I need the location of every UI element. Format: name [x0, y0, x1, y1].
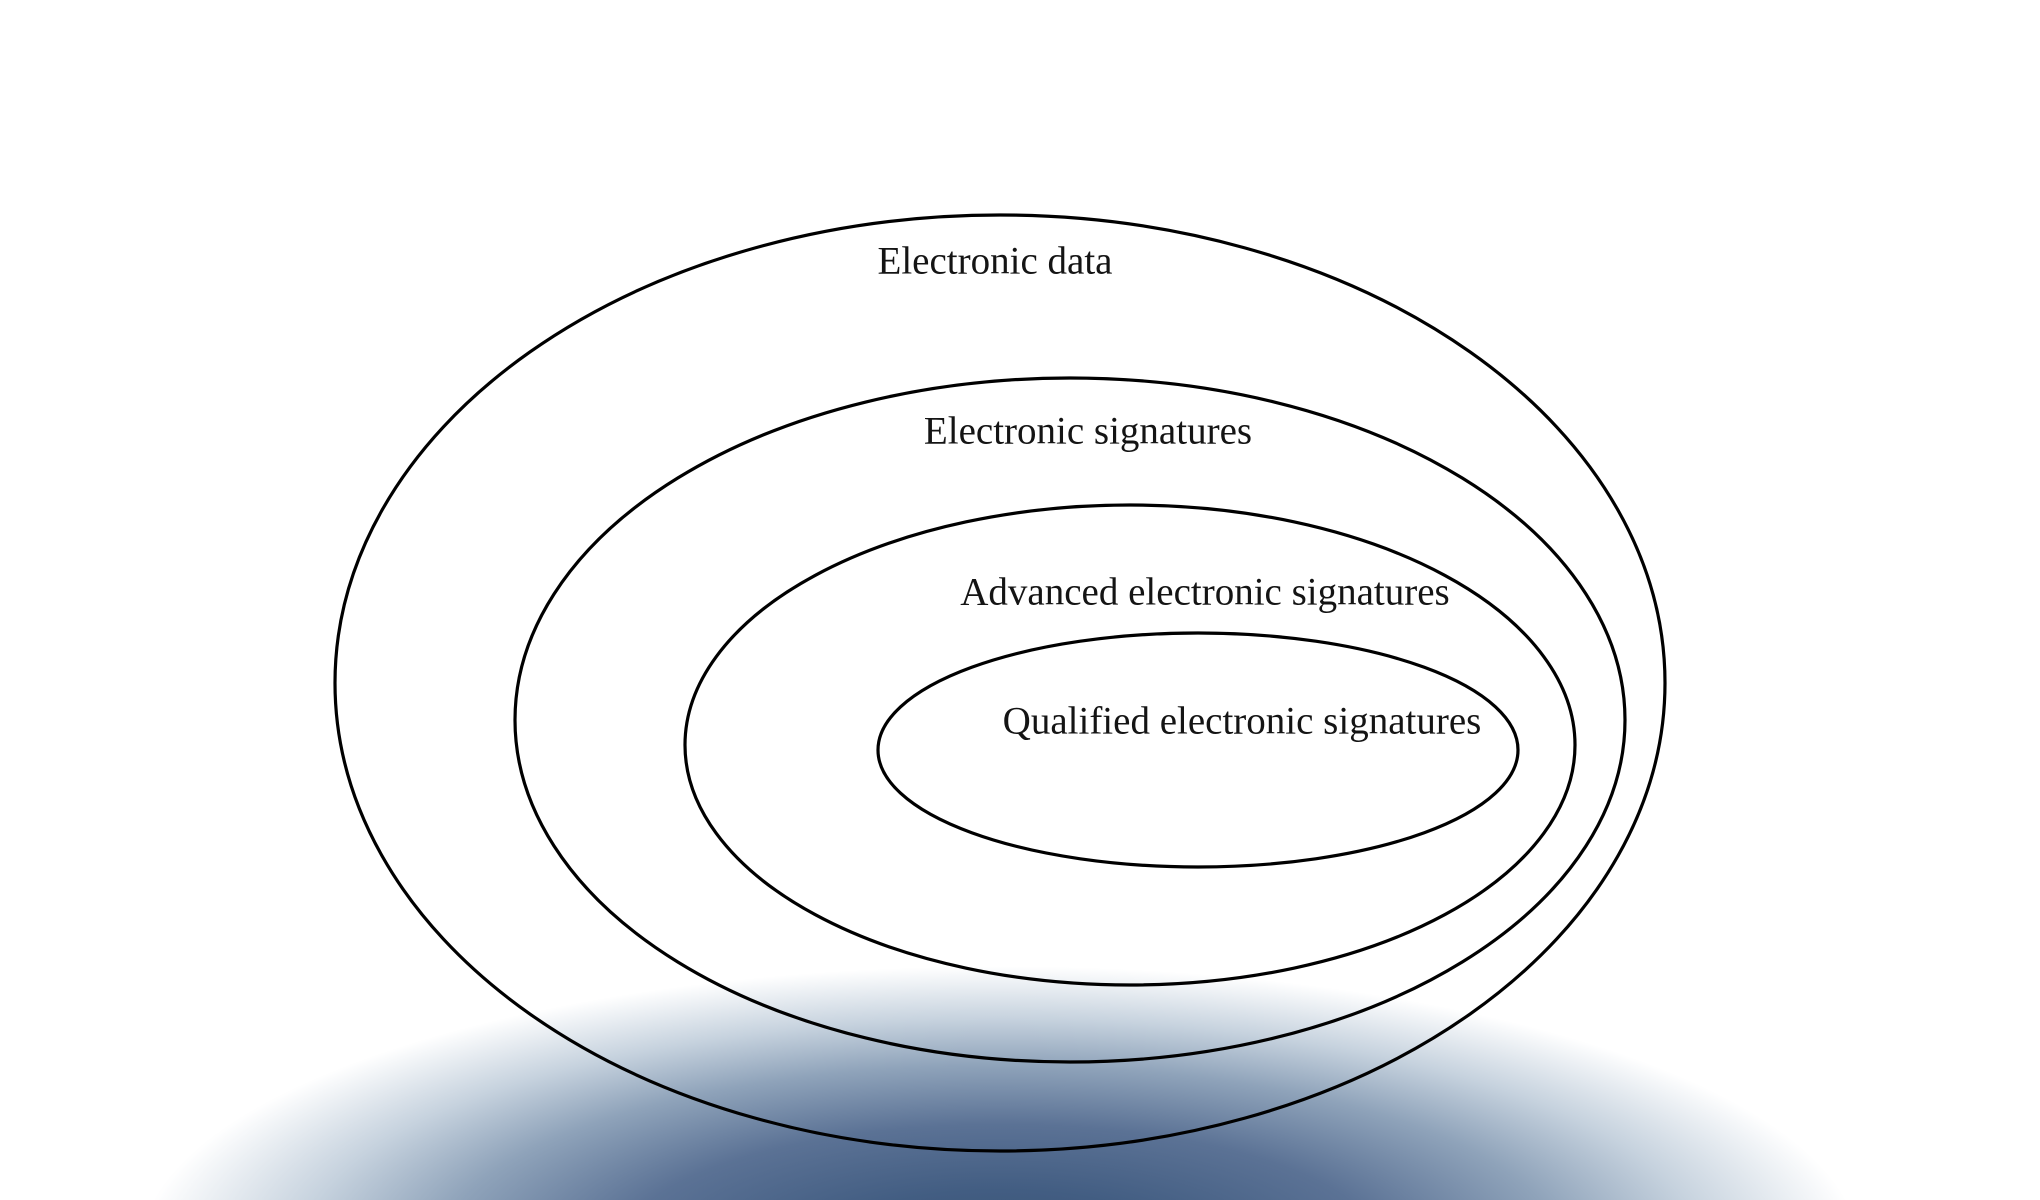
venn-label-electronic-data: Electronic data	[878, 240, 1113, 283]
venn-label-advanced-electronic-signatures: Advanced electronic signatures	[960, 571, 1449, 614]
venn-ellipse-advanced-electronic-signatures	[683, 503, 1577, 987]
venn-label-electronic-signatures: Electronic signatures	[924, 410, 1252, 453]
venn-ellipse-electronic-data	[333, 213, 1667, 1153]
venn-ellipse-electronic-signatures	[513, 376, 1627, 1064]
venn-ellipse-qualified-electronic-signatures	[876, 631, 1520, 869]
venn-label-qualified-electronic-signatures: Qualified electronic signatures	[1003, 700, 1482, 743]
